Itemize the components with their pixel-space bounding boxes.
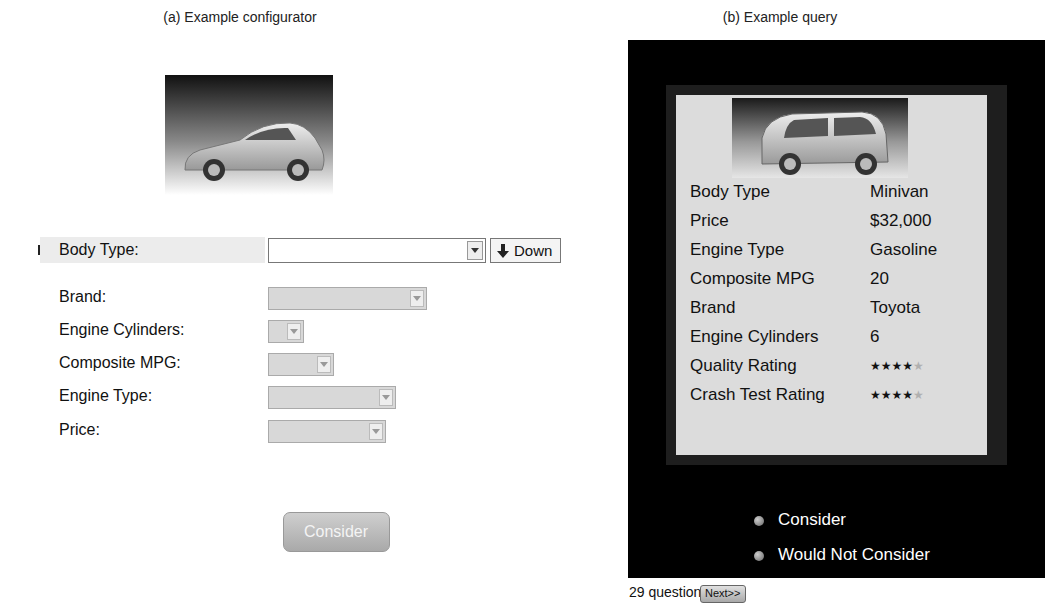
query-panel: ConsiderWould Not Consider Body Type Miniv…	[628, 40, 1045, 578]
attribute-name: Quality Rating	[690, 356, 797, 376]
option-text: Consider	[778, 510, 846, 530]
attribute-value: Gasoline	[870, 240, 937, 260]
rating-star-empty: ★	[913, 388, 924, 402]
panel-heading: (b) Example query	[723, 9, 837, 25]
field-label: Engine Type:	[59, 387, 152, 405]
field-label: Body Type:	[59, 241, 139, 259]
field-label: Composite MPG:	[59, 354, 181, 372]
attribute-value: 6	[870, 327, 879, 347]
attribute-name: Engine Cylinders	[690, 327, 819, 347]
button-text: Next>>	[705, 587, 740, 599]
attribute-value: Toyota	[870, 298, 920, 318]
radio-button	[754, 516, 764, 526]
button-text: Down	[514, 242, 552, 259]
button-text: Consider	[304, 523, 368, 541]
consider-button: Consider	[283, 512, 390, 552]
radio-button	[754, 551, 764, 561]
attribute-value: Minivan	[870, 182, 929, 202]
attribute-name: Engine Type	[690, 240, 784, 260]
next-button: Next>>	[700, 585, 746, 603]
rating-star-empty: ★	[913, 359, 924, 373]
down-button: Down	[490, 238, 561, 263]
down-arrow-icon	[496, 243, 510, 259]
attribute-name: Price	[690, 211, 729, 231]
attribute-name: Crash Test Rating	[690, 385, 825, 405]
product-card: Body Type MinivanPrice $32,000Engine Type G…	[676, 95, 987, 455]
field-label: Price:	[59, 421, 100, 439]
attribute-value: 20	[870, 269, 889, 289]
attribute-value: $32,000	[870, 211, 931, 231]
minivan-image	[732, 98, 908, 178]
attribute-name: Composite MPG	[690, 269, 815, 289]
field-label: Engine Cylinders:	[59, 321, 184, 339]
panel-heading: (a) Example configurator	[163, 9, 316, 25]
field-label: Brand:	[59, 288, 106, 306]
attribute-name: Brand	[690, 298, 735, 318]
active-field-row: Body Type:	[40, 237, 265, 263]
option-text: Would Not Consider	[778, 545, 930, 565]
rating-stars: ★★★★	[870, 359, 913, 373]
rating-stars: ★★★★	[870, 388, 913, 402]
attribute-name: Body Type	[690, 182, 770, 202]
